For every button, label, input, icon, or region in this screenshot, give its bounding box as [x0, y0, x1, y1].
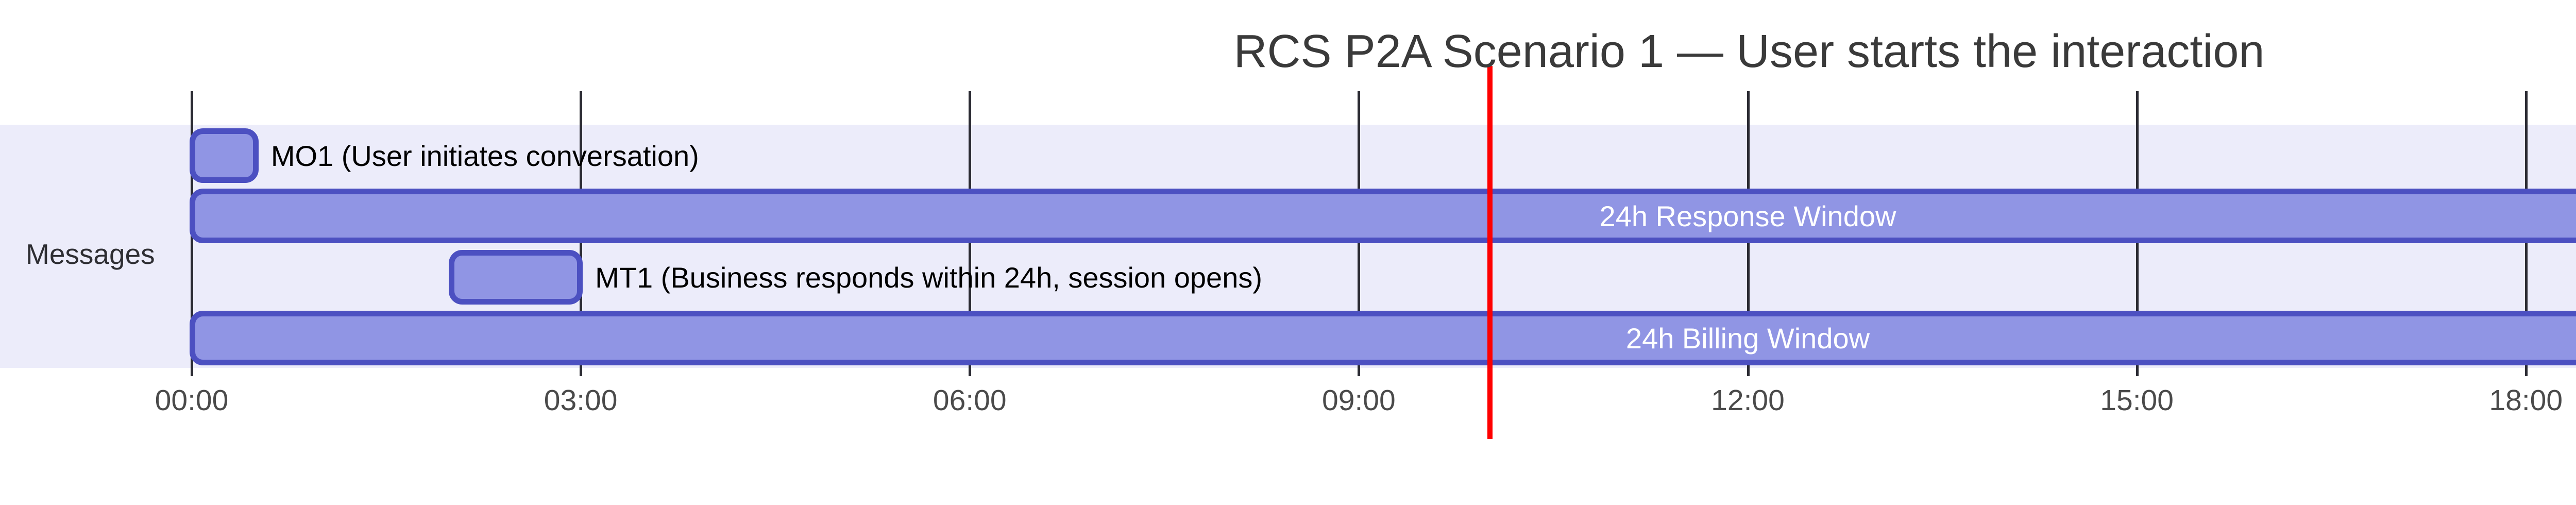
bar-annotation-mo1: MO1 (User initiates conversation)	[270, 139, 699, 172]
y-axis-label: Messages	[26, 238, 155, 270]
x-tick-label-3: 09:00	[1322, 384, 1396, 417]
x-tick-label-0: 00:00	[155, 384, 229, 417]
bar-mt1[interactable]	[449, 250, 583, 305]
bar-annotation-mt1: MT1 (Business responds within 24h, sessi…	[595, 261, 1262, 294]
x-tick-label-4: 12:00	[1711, 384, 1785, 417]
now-marker-line	[1487, 66, 1493, 439]
chart-title: RCS P2A Scenario 1 — User starts the int…	[1233, 26, 2265, 77]
bar-response-window[interactable]: 24h Response Window	[190, 189, 2576, 243]
bar-mo1[interactable]	[190, 128, 259, 183]
x-tick-label-5: 15:00	[2100, 384, 2174, 417]
x-tick-label-1: 03:00	[544, 384, 618, 417]
bar-billing-window[interactable]: 24h Billing Window	[190, 311, 2576, 365]
bar-label-response-window: 24h Response Window	[1599, 199, 1896, 232]
bar-label-billing-window: 24h Billing Window	[1625, 322, 1870, 355]
x-tick-label-6: 18:00	[2489, 384, 2563, 417]
x-tick-label-2: 06:00	[933, 384, 1007, 417]
